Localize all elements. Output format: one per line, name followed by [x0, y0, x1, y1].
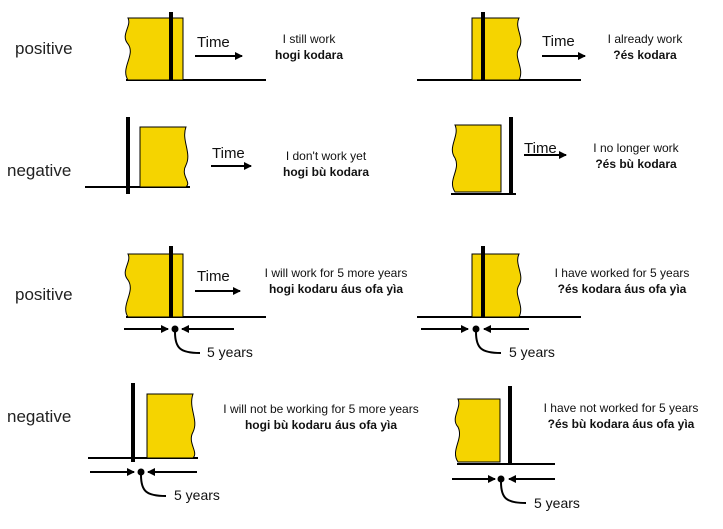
panel-will-not-work-5-years [88, 383, 198, 497]
caption-english: I already work [607, 32, 683, 46]
row-label-negative: negative [7, 407, 72, 426]
caption-have-worked-5-years: I have worked for 5 years ?és kodara áus… [555, 266, 690, 297]
caption-translation: hogi bù kodaru áus ofa yìa [244, 417, 398, 432]
caption-will-not-work-5-years: I will not be working for 5 more years h… [223, 402, 418, 433]
caption-will-work-5-years: I will work for 5 more years hogi kodaru… [265, 266, 408, 297]
years-leader [500, 481, 527, 504]
caption-still-work: I still work hogi kodara [275, 32, 343, 63]
panel-already-work [417, 12, 586, 81]
time-label: Time [212, 145, 245, 162]
activity-block [139, 126, 189, 188]
caption-english: I have worked for 5 years [554, 266, 690, 280]
panel-have-worked-5-years [417, 246, 581, 354]
activity-block [451, 124, 502, 193]
caption-translation: ?és bù kodara áus ofa yìa [547, 416, 695, 431]
activity-block [454, 398, 501, 463]
activity-block [471, 253, 522, 318]
caption-no-longer-work: I no longer work ?és bù kodara [593, 141, 678, 172]
reference-point [472, 325, 480, 333]
row-label-positive: positive [15, 39, 73, 58]
time-label: Time [197, 34, 230, 51]
panel-still-work [124, 12, 266, 81]
caption-english: I no longer work [593, 141, 679, 155]
caption-already-work: I already work ?és kodara [608, 32, 683, 63]
caption-translation: ?és kodara [613, 47, 677, 62]
caption-translation: ?és kodara áus ofa yìa [557, 281, 687, 296]
reference-point [137, 468, 145, 476]
panel-will-work-5-years [124, 246, 266, 354]
time-label: Time [542, 33, 575, 50]
panel-dont-work-yet [85, 117, 252, 194]
years-leader [475, 331, 502, 354]
row-label-positive: positive [15, 285, 73, 304]
activity-block [124, 253, 184, 318]
caption-english: I will work for 5 more years [264, 266, 408, 280]
duration-label: 5 years [207, 344, 253, 360]
caption-english: I have not worked for 5 years [543, 401, 699, 415]
duration-label: 5 years [174, 487, 220, 503]
years-leader [140, 474, 167, 497]
caption-translation: ?és bù kodara [595, 156, 677, 171]
row-label-negative: negative [7, 161, 72, 180]
activity-block [146, 393, 196, 459]
caption-dont-work-yet: I don't work yet hogi bù kodara [283, 149, 369, 180]
caption-english: I don't work yet [285, 149, 367, 163]
time-label: Time [197, 268, 230, 285]
activity-block [471, 17, 522, 81]
reference-point [171, 325, 179, 333]
duration-label: 5 years [509, 344, 555, 360]
panel-have-not-worked-5-years [452, 386, 555, 504]
caption-translation: hogi kodaru áus ofa yìa [268, 281, 404, 296]
caption-english: I still work [282, 32, 336, 46]
caption-english: I will not be working for 5 more years [223, 402, 419, 416]
caption-have-not-worked-5-years: I have not worked for 5 years ?és bù kod… [544, 401, 699, 432]
years-leader [174, 331, 201, 354]
caption-translation: hogi kodara [274, 47, 344, 62]
activity-block [124, 17, 184, 81]
panel-no-longer-work [451, 117, 567, 195]
caption-translation: hogi bù kodara [282, 164, 370, 179]
reference-point [497, 475, 505, 483]
duration-label: 5 years [534, 495, 580, 511]
time-label: Time [524, 140, 557, 157]
